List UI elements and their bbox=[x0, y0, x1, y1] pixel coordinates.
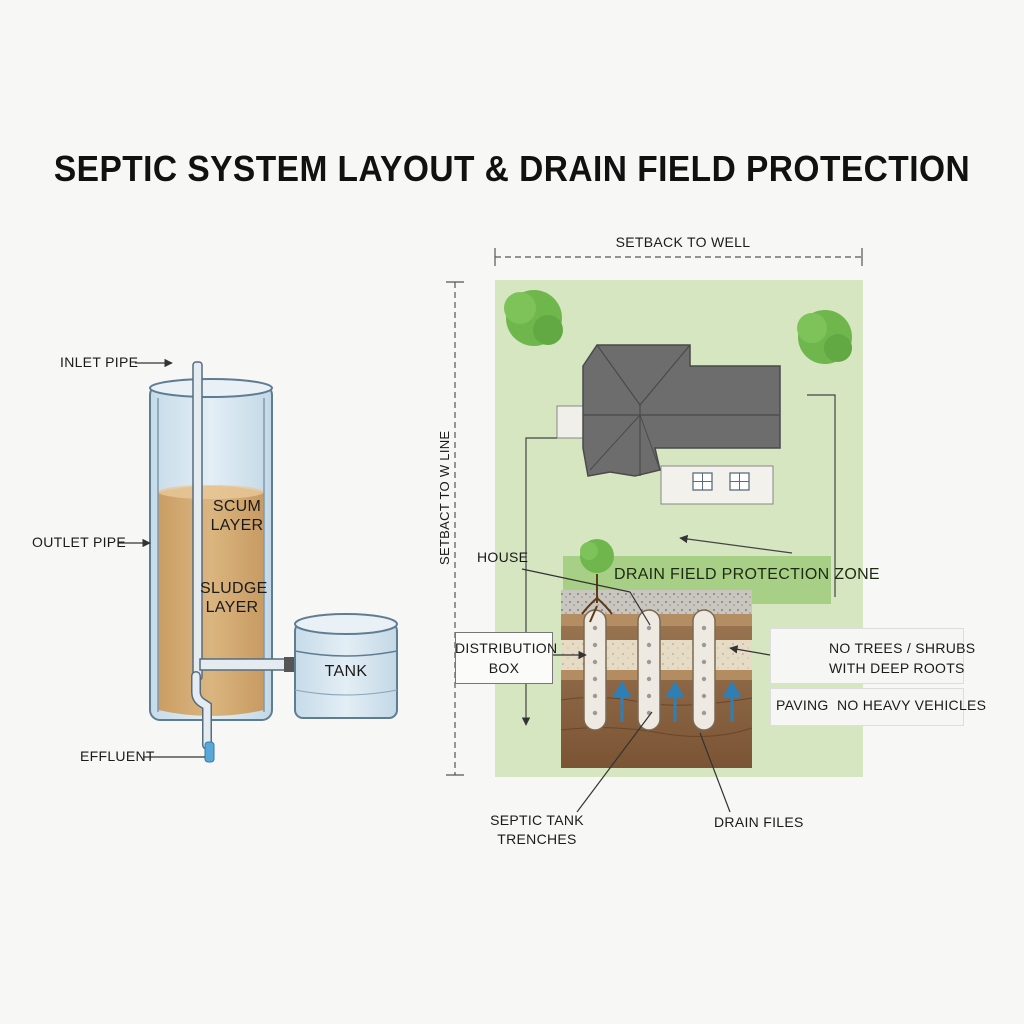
inlet-pipe bbox=[192, 361, 203, 681]
no-trees-label-frame bbox=[770, 628, 964, 684]
tank-cross-section bbox=[118, 358, 398, 763]
no-trees-label-2: WITH DEEP ROOTS bbox=[829, 660, 965, 676]
house bbox=[556, 344, 781, 505]
paving-label-frame bbox=[770, 688, 964, 726]
site-plan bbox=[446, 248, 863, 813]
window-icon bbox=[692, 472, 713, 491]
up-arrow-icon bbox=[665, 681, 685, 722]
paving-label: PAVING NO HEAVY VEHICLES bbox=[776, 697, 987, 713]
setback-to-well-label: SETBACK TO WELL bbox=[615, 234, 751, 250]
outlet-pipe bbox=[199, 658, 297, 671]
sludge-layer-label-2: LAYER bbox=[205, 599, 259, 616]
drain-field-zone-label: DRAIN FIELD PROTECTION ZONE bbox=[614, 566, 880, 583]
septic-tank-trenches-label-1: SEPTIC TANK bbox=[490, 812, 584, 828]
distribution-box-label-frame bbox=[455, 632, 553, 684]
septic-tank-trenches-label-2: TRENCHES bbox=[497, 831, 577, 847]
sludge-layer-label-1: SLUDGE bbox=[200, 580, 268, 597]
main-tank-top bbox=[149, 378, 273, 398]
setback-to-line-label: SETBACT TO W LINE bbox=[437, 430, 452, 565]
house-label: HOUSE bbox=[477, 549, 529, 565]
scum-surface bbox=[158, 485, 264, 499]
up-arrow-icon bbox=[612, 681, 632, 722]
outlet-pipe-label: OUTLET PIPE bbox=[32, 534, 127, 550]
distribution-box-label-2: BOX bbox=[488, 660, 520, 676]
window-icon bbox=[729, 472, 750, 491]
inlet-pipe-label: INLET PIPE bbox=[60, 354, 139, 370]
tree-icon bbox=[797, 310, 852, 364]
effluent-label: EFFLUENT bbox=[80, 748, 155, 764]
up-arrow-icon bbox=[722, 681, 742, 722]
trench-perforations bbox=[592, 625, 707, 716]
scum-layer-label-1: SCUM bbox=[212, 498, 262, 515]
scum-layer-label-2: LAYER bbox=[210, 517, 264, 534]
tank-label: TANK bbox=[324, 663, 368, 680]
drain-trench bbox=[583, 609, 716, 731]
tree-icon bbox=[504, 290, 563, 346]
distribution-box-label-1: DISTRIBUTION bbox=[455, 640, 558, 656]
no-trees-label-1: NO TREES / SHRUBS bbox=[829, 640, 976, 656]
root-tree-icon bbox=[580, 539, 614, 623]
page-title: SEPTIC SYSTEM LAYOUT & DRAIN FIELD PROTE… bbox=[53, 148, 971, 189]
drain-files-label: DRAIN FILES bbox=[714, 814, 804, 830]
